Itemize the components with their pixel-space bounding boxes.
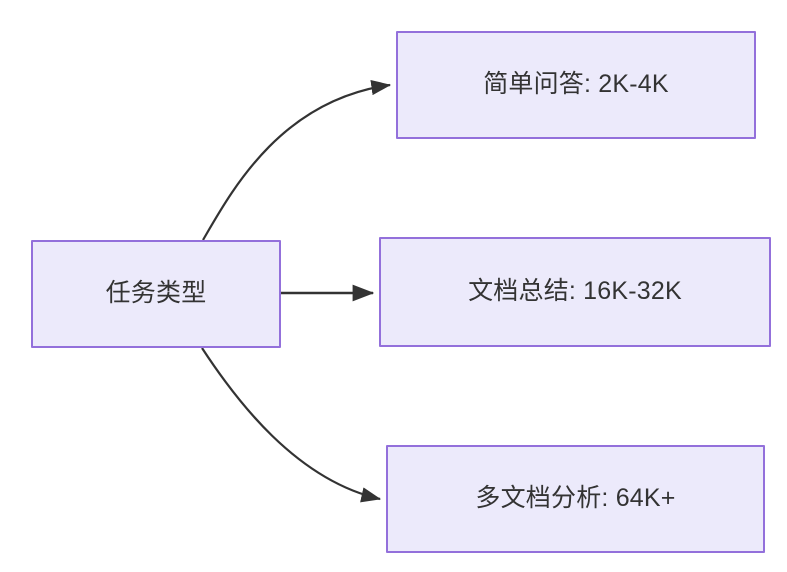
edge-task-type-to-multi-doc-analysis bbox=[201, 347, 382, 503]
node-multi-doc-analysis[interactable]: 多文档分析: 64K+ bbox=[386, 445, 765, 553]
node-task-type-label: 任务类型 bbox=[105, 279, 207, 308]
node-multi-doc-analysis-label: 多文档分析: 64K+ bbox=[475, 484, 676, 513]
edge-task-type-to-simple-qa bbox=[202, 79, 392, 241]
node-doc-summary[interactable]: 文档总结: 16K-32K bbox=[379, 237, 771, 347]
node-task-type[interactable]: 任务类型 bbox=[31, 240, 281, 348]
node-doc-summary-label: 文档总结: 16K-32K bbox=[468, 277, 682, 306]
node-simple-qa[interactable]: 简单问答: 2K-4K bbox=[396, 31, 756, 139]
node-simple-qa-label: 简单问答: 2K-4K bbox=[483, 70, 669, 99]
